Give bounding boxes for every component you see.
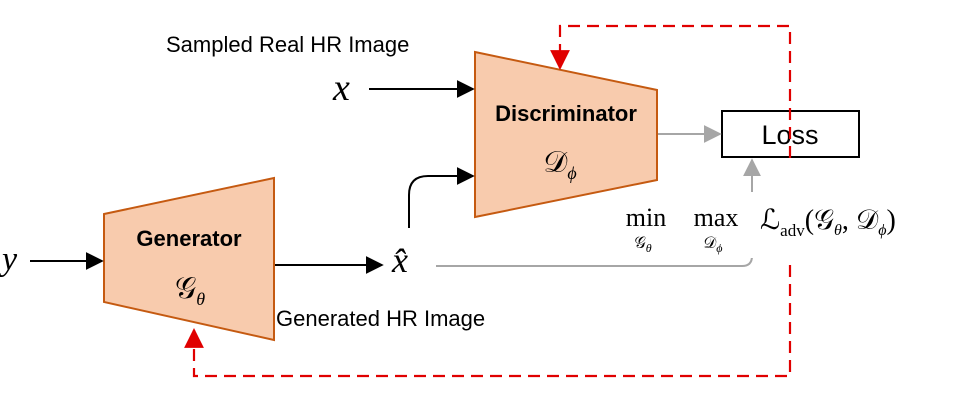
adversarial-objective: min 𝒢θ max 𝒟ϕ ℒadv(𝒢θ, 𝒟ϕ) <box>612 196 956 258</box>
discriminator-shape <box>474 50 658 219</box>
input-y-label: y <box>0 241 18 278</box>
objective-loss-expression: ℒadv(𝒢θ, 𝒟ϕ) <box>760 205 896 240</box>
feedback-loop-to-discriminator <box>550 24 792 158</box>
generator-symbol: 𝒢θ <box>175 272 205 309</box>
objective-backdrop <box>612 196 956 258</box>
generator-title: Generator <box>136 226 242 251</box>
discriminator-title: Discriminator <box>495 101 637 126</box>
discriminator-block: Discriminator 𝒟ϕ <box>474 50 658 219</box>
objective-min-subscript: 𝒢θ <box>634 235 651 255</box>
real-image-caption: Sampled Real HR Image <box>166 32 409 57</box>
objective-max: max <box>694 203 739 232</box>
generator-block: Generator 𝒢θ <box>103 176 275 342</box>
input-x-label: x <box>332 67 350 109</box>
generator-shape <box>103 176 275 342</box>
arrow-xhat-to-discriminator <box>408 167 475 228</box>
objective-max-subscript: 𝒟ϕ <box>704 235 723 255</box>
objective-min: min <box>626 203 666 232</box>
discriminator-symbol: 𝒟ϕ <box>543 146 576 183</box>
x-hat-label: x̂ <box>391 240 408 280</box>
generated-image-caption: Generated HR Image <box>276 306 485 331</box>
feedback-loop-to-generator <box>184 246 792 378</box>
